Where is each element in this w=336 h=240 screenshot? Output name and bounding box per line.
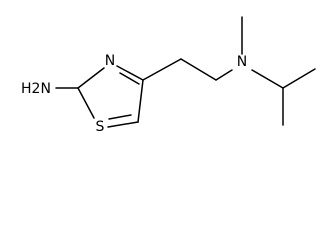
molecule-structure: H2N N S N bbox=[21, 16, 316, 135]
bond-n-isopropyl bbox=[251, 69, 284, 89]
bond-n3-c4 bbox=[116, 65, 144, 81]
amine-nh2-label: H2N bbox=[21, 81, 51, 97]
bond-isopropyl-me1 bbox=[282, 68, 316, 89]
bond-s1-c2 bbox=[77, 87, 95, 119]
bond-c5-s1 bbox=[107, 121, 139, 128]
tertiary-nitrogen-label: N bbox=[237, 54, 247, 70]
bond-c2-n3 bbox=[77, 67, 105, 89]
ring-sulfur-label: S bbox=[96, 119, 105, 135]
bond-n3-c4-double bbox=[119, 72, 140, 85]
ring-nitrogen-label: N bbox=[105, 53, 115, 69]
bond-c4-c5 bbox=[137, 79, 144, 123]
bond-ch2-ch2 bbox=[180, 58, 217, 81]
bond-c4-ch2 bbox=[142, 58, 182, 81]
bond-c5-s1-double bbox=[108, 114, 132, 120]
bond-ch2-n bbox=[215, 69, 233, 81]
